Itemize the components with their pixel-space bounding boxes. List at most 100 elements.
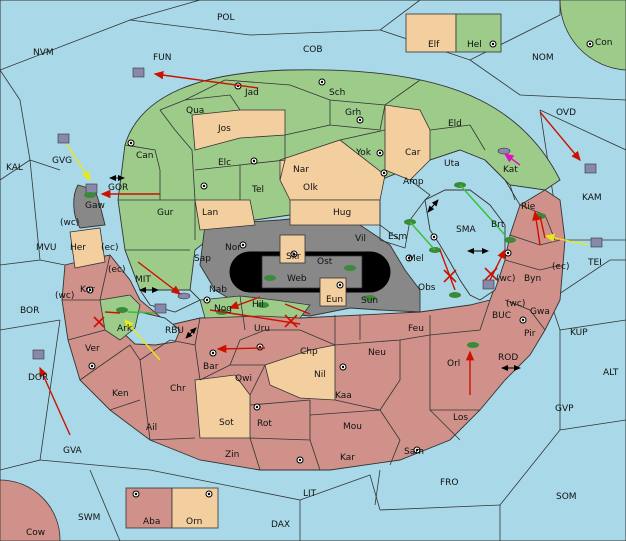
label-sun: Sun	[361, 296, 378, 306]
label-gva: GVA	[63, 446, 83, 456]
label-bor: BOR	[20, 306, 39, 316]
label-wc3: (wc)	[496, 274, 515, 284]
label-nor: Nor	[225, 243, 241, 253]
label-skr: Skr	[286, 252, 301, 262]
region-gaw[interactable]	[73, 184, 106, 229]
label-sma: SMA	[456, 225, 476, 235]
labels: Elf Hel Aba Orn POL NVM FUN COB NOM Con …	[6, 13, 619, 538]
label-rie: Rie	[521, 202, 536, 212]
label-hil: Hil	[252, 300, 264, 310]
label-bar: Bar	[203, 362, 219, 372]
label-ail: Ail	[146, 423, 157, 433]
label-lit: LIT	[303, 489, 317, 499]
label-cob: COB	[303, 45, 323, 55]
label-ark: Ark	[117, 324, 133, 334]
label-rod: ROD	[498, 353, 518, 363]
label-pol: POL	[217, 13, 235, 23]
label-wc2: (wc)	[55, 291, 74, 301]
label-kor: Kor	[80, 285, 95, 295]
label-esm: Esm	[388, 232, 407, 242]
region-skr[interactable]	[279, 234, 306, 264]
label-hel: Hel	[467, 40, 482, 50]
label-lan: Lan	[202, 208, 218, 218]
label-kal: KAL	[6, 163, 23, 173]
label-can: Can	[136, 151, 154, 161]
label-ec2: (ec)	[108, 265, 126, 275]
label-aba: Aba	[143, 517, 160, 527]
label-nar: Nar	[293, 165, 309, 175]
label-mel: Mel	[408, 254, 424, 264]
label-hug: Hug	[333, 208, 351, 218]
label-ec1: (ec)	[101, 243, 119, 253]
label-yok: Yok	[355, 148, 372, 158]
label-nab: Nab	[209, 285, 227, 295]
label-gur: Gur	[157, 208, 174, 218]
label-elc: Elc	[218, 158, 231, 168]
label-sot: Sot	[219, 418, 234, 428]
label-elf: Elf	[428, 40, 440, 50]
label-vil: Vil	[355, 234, 366, 244]
region-con[interactable]	[559, 0, 626, 71]
region-hug[interactable]	[289, 199, 381, 226]
label-ovd: OVD	[556, 108, 576, 118]
label-chp: Chp	[300, 347, 318, 357]
label-eld: Eld	[448, 119, 462, 129]
label-gvp: GVP	[555, 404, 574, 414]
label-kar: Kar	[340, 453, 355, 463]
region-lan[interactable]	[194, 199, 256, 231]
label-nil: Nil	[314, 370, 326, 380]
region-cow[interactable]	[0, 479, 61, 541]
label-jos: Jos	[217, 124, 231, 134]
label-ver: Ver	[85, 344, 100, 354]
region-her[interactable]	[69, 227, 106, 269]
label-buc: BUC	[492, 311, 511, 321]
label-amp: Amp	[403, 177, 424, 187]
label-pir: Pir	[524, 329, 536, 339]
label-wc4: (wc)	[506, 299, 525, 309]
label-uta: Uta	[444, 159, 460, 169]
label-fun: FUN	[153, 53, 172, 63]
landmass-south	[61, 189, 566, 471]
label-sch: Sch	[329, 88, 345, 98]
label-mit: MIT	[135, 275, 151, 285]
label-eun: Eun	[326, 295, 343, 305]
region-elf[interactable]	[405, 13, 457, 53]
label-fro: FRO	[440, 478, 459, 488]
label-rot: Rot	[257, 419, 272, 429]
label-olk: Olk	[303, 183, 319, 193]
label-tei: TEI	[587, 258, 602, 268]
label-qwi: Qwi	[235, 374, 252, 384]
label-her: Her	[70, 243, 86, 253]
label-kat: Kat	[503, 165, 518, 175]
label-kup: KUP	[570, 328, 588, 338]
label-gwa: Gwa	[530, 307, 550, 317]
label-uru: Uru	[254, 324, 270, 334]
label-sam: Sam	[404, 447, 424, 457]
label-zin: Zin	[225, 450, 239, 460]
label-web: Web	[287, 274, 307, 284]
label-orl: Orl	[447, 359, 460, 369]
label-feu: Feu	[408, 324, 424, 334]
label-tel: Tel	[251, 185, 264, 195]
label-som: SOM	[556, 492, 577, 502]
label-alt: ALT	[603, 368, 619, 378]
label-cow: Cow	[26, 528, 45, 538]
label-ost: Ost	[317, 257, 333, 267]
label-car: Car	[405, 148, 421, 158]
label-nvm: NVM	[33, 48, 54, 58]
label-byn: Byn	[524, 274, 541, 284]
region-sot[interactable]	[194, 374, 251, 439]
label-sap: Sap	[194, 254, 211, 264]
label-grh: Grh	[345, 108, 361, 118]
label-mou: Mou	[343, 422, 362, 432]
label-neu: Neu	[368, 348, 386, 358]
label-dax: DAX	[271, 520, 290, 530]
label-ken: Ken	[112, 389, 129, 399]
label-wc1: (wc)	[60, 218, 79, 228]
label-obs: Obs	[418, 283, 436, 293]
label-orn: Orn	[186, 517, 202, 527]
label-gvg: GVG	[52, 156, 72, 166]
label-gor: GOR	[108, 183, 128, 193]
sea-sma-inner	[424, 189, 506, 301]
